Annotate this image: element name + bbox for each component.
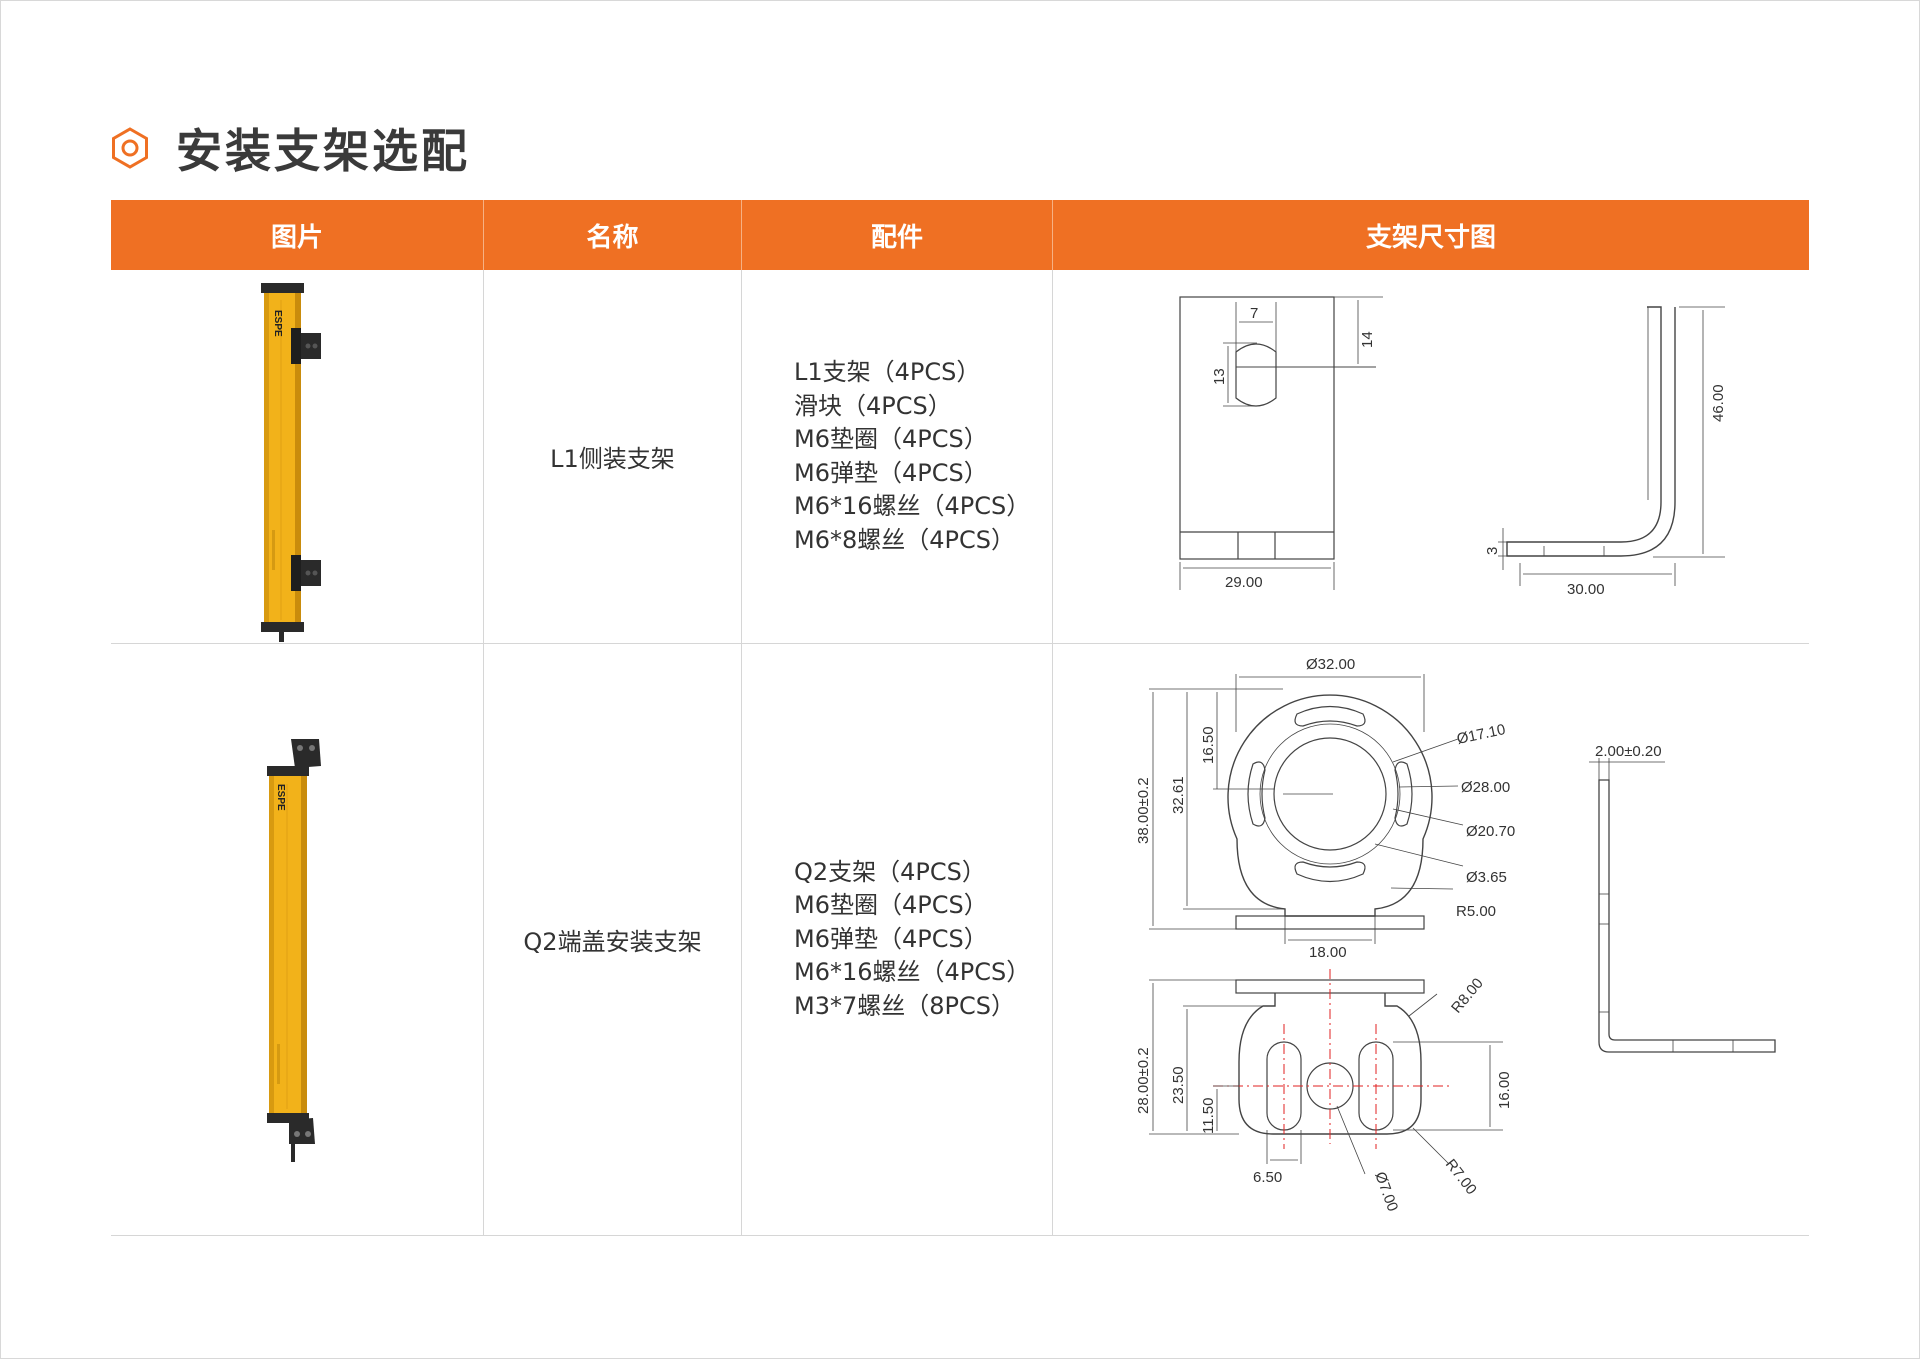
bracket-table: 图片 名称 配件 支架尺寸图 ESPE [111,200,1809,1236]
header-parts: 配件 [742,200,1053,270]
list-item: Q2支架（4PCS） [794,857,986,886]
header-name: 名称 [484,200,742,270]
page-title: 安装支架选配 [176,124,470,178]
table-row: ESPE Q2端盖安装支架 Q2支架（4PCS） M6垫圈（4PCS） M6弹垫… [111,644,1809,1236]
dim-d2: Ø28.00 [1461,779,1510,796]
header-image: 图片 [111,200,484,270]
row-name: L1侧装支架 [484,270,742,643]
dim-b-r2: R7.00 [1442,1156,1480,1198]
list-item: M6*8螺丝（4PCS） [794,525,1015,554]
dim-thickness: 3 [1484,547,1501,555]
list-item: M6垫圈（4PCS） [794,425,988,453]
dim-d1: Ø17.10 [1455,721,1507,748]
list-item: 滑块（4PCS） [794,391,952,420]
list-item: M6弹垫（4PCS） [794,458,988,487]
product-image-cell: ESPE [111,644,484,1235]
dim-width: 29.00 [1225,574,1263,591]
list-item: M6弹垫（4PCS） [794,924,988,953]
l1-bracket-drawing: 7 14 13 29.00 46.00 3 30.0 [1179,296,1727,598]
table-row: ESPE L1侧装支架 L1支架（4PCS） 滑块（4PCS） M6垫圈（4PC… [111,270,1809,644]
dimension-drawing-cell: Ø32.00 16.50 32.61 38.00±0.2 Ø17.10 Ø28.… [1053,644,1809,1235]
parts-list: Q2支架（4PCS） M6垫圈（4PCS） M6弹垫（4PCS） M6*16螺丝… [742,644,1053,1235]
dim-side-length: 30.00 [1567,581,1605,598]
dim-d4: Ø3.65 [1466,869,1507,886]
list-item: L1支架（4PCS） [794,358,981,386]
page-heading: 安装支架选配 [108,116,470,180]
dim-b-slot-h: 16.00 [1496,1071,1513,1109]
dim-h3: 38.00±0.2 [1135,777,1152,844]
dimension-drawing-cell: 7 14 13 29.00 46.00 3 30.0 [1053,270,1809,643]
dim-side-height: 46.00 [1710,384,1727,422]
dim-b-h2: 23.50 [1170,1066,1187,1104]
dim-slot-height: 13 [1211,368,1228,385]
list-item: M3*7螺丝（8PCS） [794,991,1015,1020]
dim-side-thickness: 2.00±0.20 [1595,743,1662,760]
dim-d3: Ø20.70 [1466,823,1515,840]
dim-neck-width: 18.00 [1309,944,1347,961]
table-header: 图片 名称 配件 支架尺寸图 [111,200,1809,270]
dim-outer-dia: Ø32.00 [1306,656,1355,673]
dim-b-h3: 11.50 [1200,1098,1217,1134]
product-image-cell: ESPE [111,270,484,643]
header-dimension-drawing: 支架尺寸图 [1365,222,1496,253]
list-item: M6垫圈（4PCS） [794,891,988,920]
q2-bracket-drawing: Ø32.00 16.50 32.61 38.00±0.2 Ø17.10 Ø28.… [1135,656,1776,1214]
dim-b-h1: 28.00±0.2 [1135,1047,1152,1114]
dim-slot-width: 7 [1250,305,1258,322]
row-name: Q2端盖安装支架 [484,644,742,1235]
parts-list: L1支架（4PCS） 滑块（4PCS） M6垫圈（4PCS） M6弹垫（4PCS… [742,270,1053,643]
list-item: M6*16螺丝（4PCS） [794,492,1031,520]
dim-b-r1: R8.00 [1448,975,1487,1017]
hexagon-nut-icon [112,127,148,169]
light-curtain-q2-image: ESPE [267,739,321,1162]
product-logo: ESPE [275,784,286,811]
dim-radius: R5.00 [1456,903,1496,920]
dim-b-width: 6.50 [1253,1169,1282,1186]
list-item: M6*16螺丝（4PCS） [794,958,1031,987]
dim-b-hole: Ø7.00 [1371,1170,1401,1214]
dim-top-offset: 14 [1359,331,1376,348]
light-curtain-l1-image: ESPE [261,283,321,642]
product-logo: ESPE [272,310,283,337]
dim-h1: 16.50 [1200,726,1217,764]
dim-h2: 32.61 [1170,776,1187,814]
